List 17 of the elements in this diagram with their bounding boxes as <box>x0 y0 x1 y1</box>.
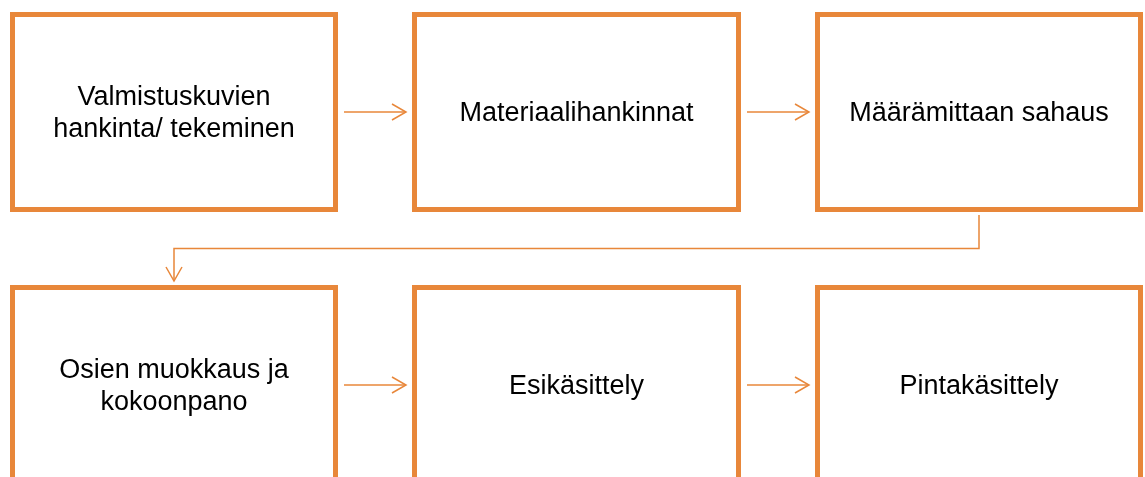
step-label: Valmistuskuvien hankinta/ tekeminen <box>52 80 296 144</box>
process-box <box>10 285 338 477</box>
arrow <box>343 103 407 121</box>
process-box <box>412 12 741 212</box>
step-label: Pintakäsittely <box>899 369 1059 401</box>
step-label: Määrämittaan sahaus <box>849 96 1109 128</box>
process-box <box>815 12 1143 212</box>
step-label: Esikäsittely <box>508 369 644 401</box>
arrow <box>746 376 810 394</box>
process-box <box>815 285 1143 477</box>
process-box <box>412 285 741 477</box>
step-label: Materiaalihankinnat <box>459 96 694 128</box>
process-box <box>10 12 338 212</box>
arrow <box>165 214 980 282</box>
step-label: Osien muokkaus ja kokoonpano <box>58 353 290 417</box>
arrow <box>343 376 407 394</box>
arrow <box>746 103 810 121</box>
